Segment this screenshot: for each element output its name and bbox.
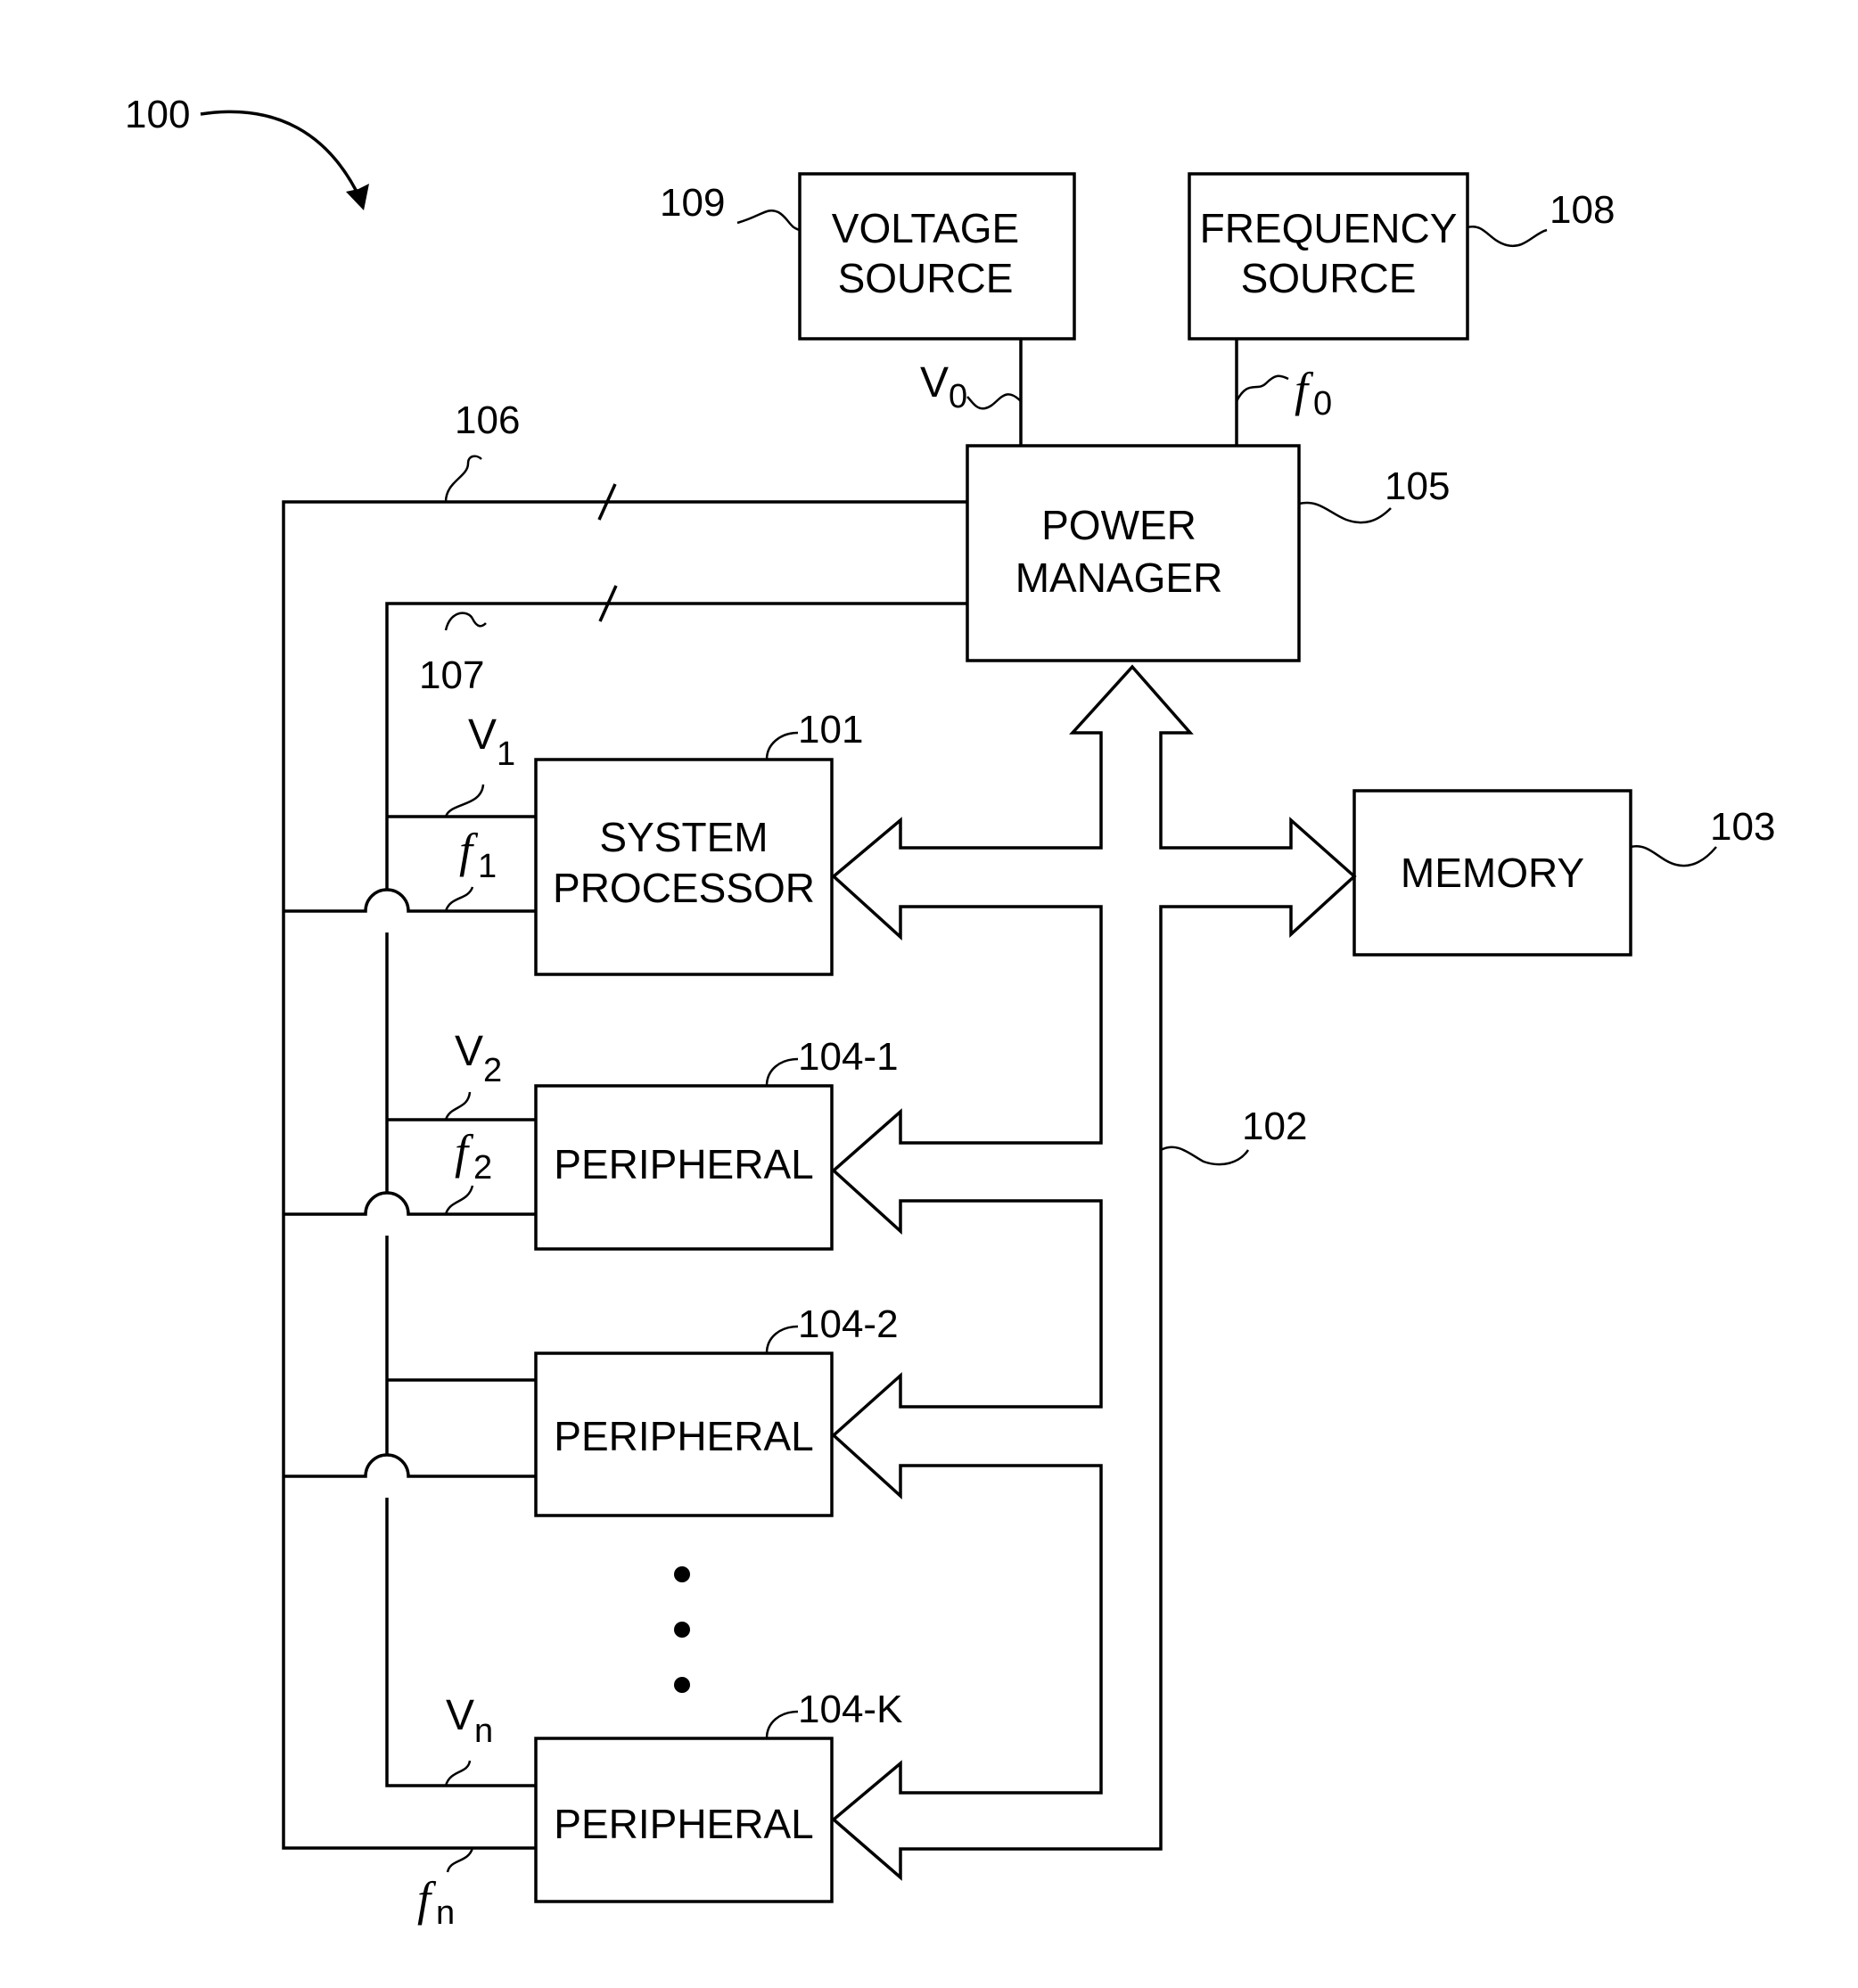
- f1-label: f1: [459, 824, 497, 885]
- ref-104-2: 104-2: [798, 1302, 899, 1346]
- v1-leader: [446, 785, 483, 817]
- peripheral-1-label: PERIPHERAL: [554, 1141, 813, 1187]
- ref-104-1: 104-1: [798, 1035, 899, 1079]
- figure-ref-arrow: [201, 111, 361, 201]
- ref-105-leader: [1299, 503, 1391, 522]
- vn-label: Vn: [446, 1692, 493, 1750]
- f2-label: f2: [455, 1125, 492, 1187]
- peripheral-2-label: PERIPHERAL: [554, 1413, 813, 1459]
- voltage-source-label-1: VOLTAGE: [832, 205, 1019, 251]
- ref-108-leader: [1467, 226, 1547, 246]
- frequency-source-label-2: SOURCE: [1241, 255, 1417, 301]
- ref-103-leader: [1631, 846, 1716, 866]
- peripheral-1-block: PERIPHERAL: [536, 1086, 832, 1249]
- ref-104-k-leader: [767, 1712, 798, 1738]
- system-processor-label-1: SYSTEM: [599, 814, 768, 860]
- ref-108: 108: [1550, 188, 1615, 232]
- voltage-source-label-2: SOURCE: [838, 255, 1014, 301]
- fn-label: fn: [417, 1872, 455, 1932]
- frequency-source-label-1: FREQUENCY: [1200, 205, 1458, 251]
- f1-wire: [284, 890, 536, 911]
- ref-105: 105: [1385, 464, 1450, 508]
- data-bus-102: [834, 667, 1354, 1877]
- system-processor-label-2: PROCESSOR: [553, 865, 815, 911]
- system-processor-block: SYSTEM PROCESSOR: [536, 760, 832, 974]
- ref-102-leader: [1161, 1147, 1248, 1164]
- power-manager-label-1: POWER: [1041, 502, 1196, 548]
- power-manager-label-2: MANAGER: [1015, 555, 1223, 601]
- peripheral-k-block: PERIPHERAL: [536, 1738, 832, 1902]
- ref-107-leader: [446, 613, 486, 630]
- figure-ref: 100: [125, 93, 190, 136]
- ref-104-k: 104-K: [798, 1688, 902, 1731]
- f-peripheral-2-wire: [284, 1455, 536, 1476]
- ref-101-leader: [767, 733, 798, 760]
- ellipsis-dot-1: [674, 1566, 690, 1582]
- v0-label: V0: [920, 359, 967, 415]
- v1-label: V1: [468, 711, 515, 773]
- ref-102: 102: [1242, 1105, 1307, 1148]
- power-manager-block: POWER MANAGER: [967, 446, 1299, 661]
- fn-leader: [448, 1848, 473, 1872]
- ref-103: 103: [1710, 805, 1775, 849]
- v2-leader: [446, 1092, 470, 1120]
- figure-ref-group: 100: [125, 93, 369, 210]
- peripheral-k-label: PERIPHERAL: [554, 1801, 813, 1847]
- f2-wire: [284, 1193, 536, 1214]
- data-bus-arrow: [834, 667, 1354, 1877]
- f1-leader: [446, 887, 473, 911]
- ref-101: 101: [798, 708, 863, 752]
- frequency-source-block: FREQUENCY SOURCE: [1189, 174, 1467, 339]
- f0-leader: [1237, 376, 1288, 401]
- ref-106: 106: [455, 398, 520, 442]
- vn-leader: [446, 1761, 470, 1786]
- ellipsis-dot-3: [674, 1677, 690, 1693]
- ref-104-1-leader: [767, 1059, 798, 1086]
- ref-106-leader: [446, 456, 481, 502]
- v0-leader: [967, 394, 1021, 408]
- peripheral-2-block: PERIPHERAL: [536, 1353, 832, 1516]
- ref-107: 107: [419, 653, 484, 697]
- memory-label: MEMORY: [1401, 850, 1584, 896]
- ref-109: 109: [660, 181, 725, 225]
- f2-leader: [446, 1186, 473, 1214]
- memory-block: MEMORY: [1354, 791, 1631, 955]
- ref-109-leader: [737, 210, 800, 230]
- f0-label: f0: [1295, 363, 1332, 423]
- ellipsis-dot-2: [674, 1622, 690, 1638]
- v2-label: V2: [455, 1028, 502, 1089]
- voltage-source-block: VOLTAGE SOURCE: [800, 174, 1074, 339]
- figure-ref-arrowhead: [346, 184, 369, 210]
- ref-104-2-leader: [767, 1327, 798, 1353]
